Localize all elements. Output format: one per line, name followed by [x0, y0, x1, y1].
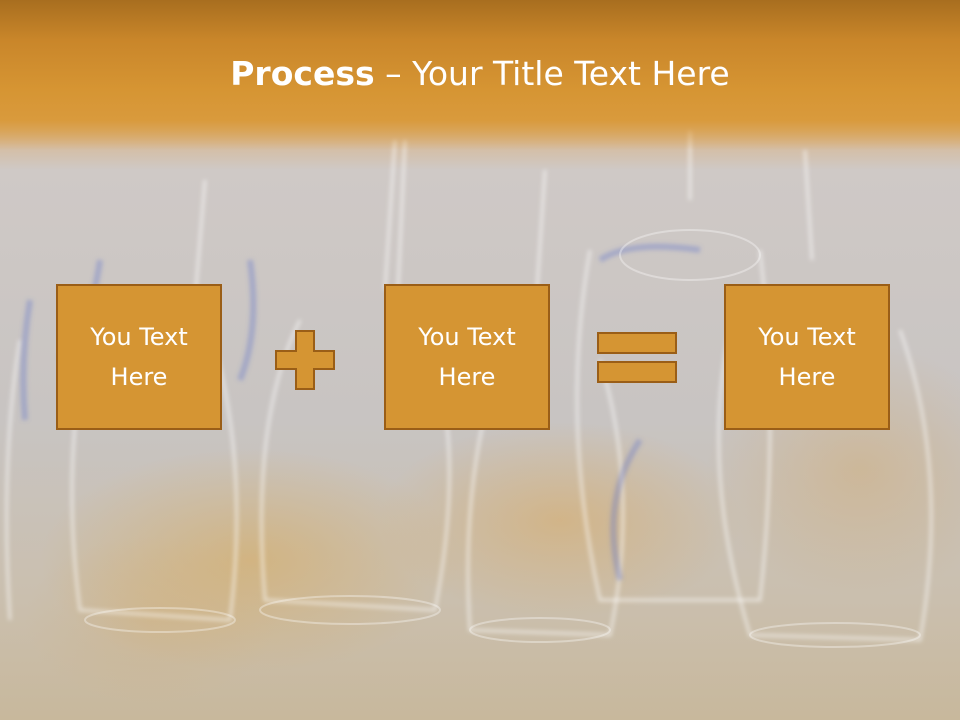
title-rest: – Your Title Text Here: [374, 54, 730, 93]
process-box-1[interactable]: You Text Here: [56, 284, 222, 430]
process-box-3[interactable]: You Text Here: [724, 284, 890, 430]
page-title: Process – Your Title Text Here: [0, 52, 960, 96]
equals-icon: [596, 331, 678, 385]
title-band: [0, 0, 960, 150]
process-box-2[interactable]: You Text Here: [384, 284, 550, 430]
title-bold: Process: [230, 54, 375, 93]
plus-icon: [274, 329, 336, 391]
